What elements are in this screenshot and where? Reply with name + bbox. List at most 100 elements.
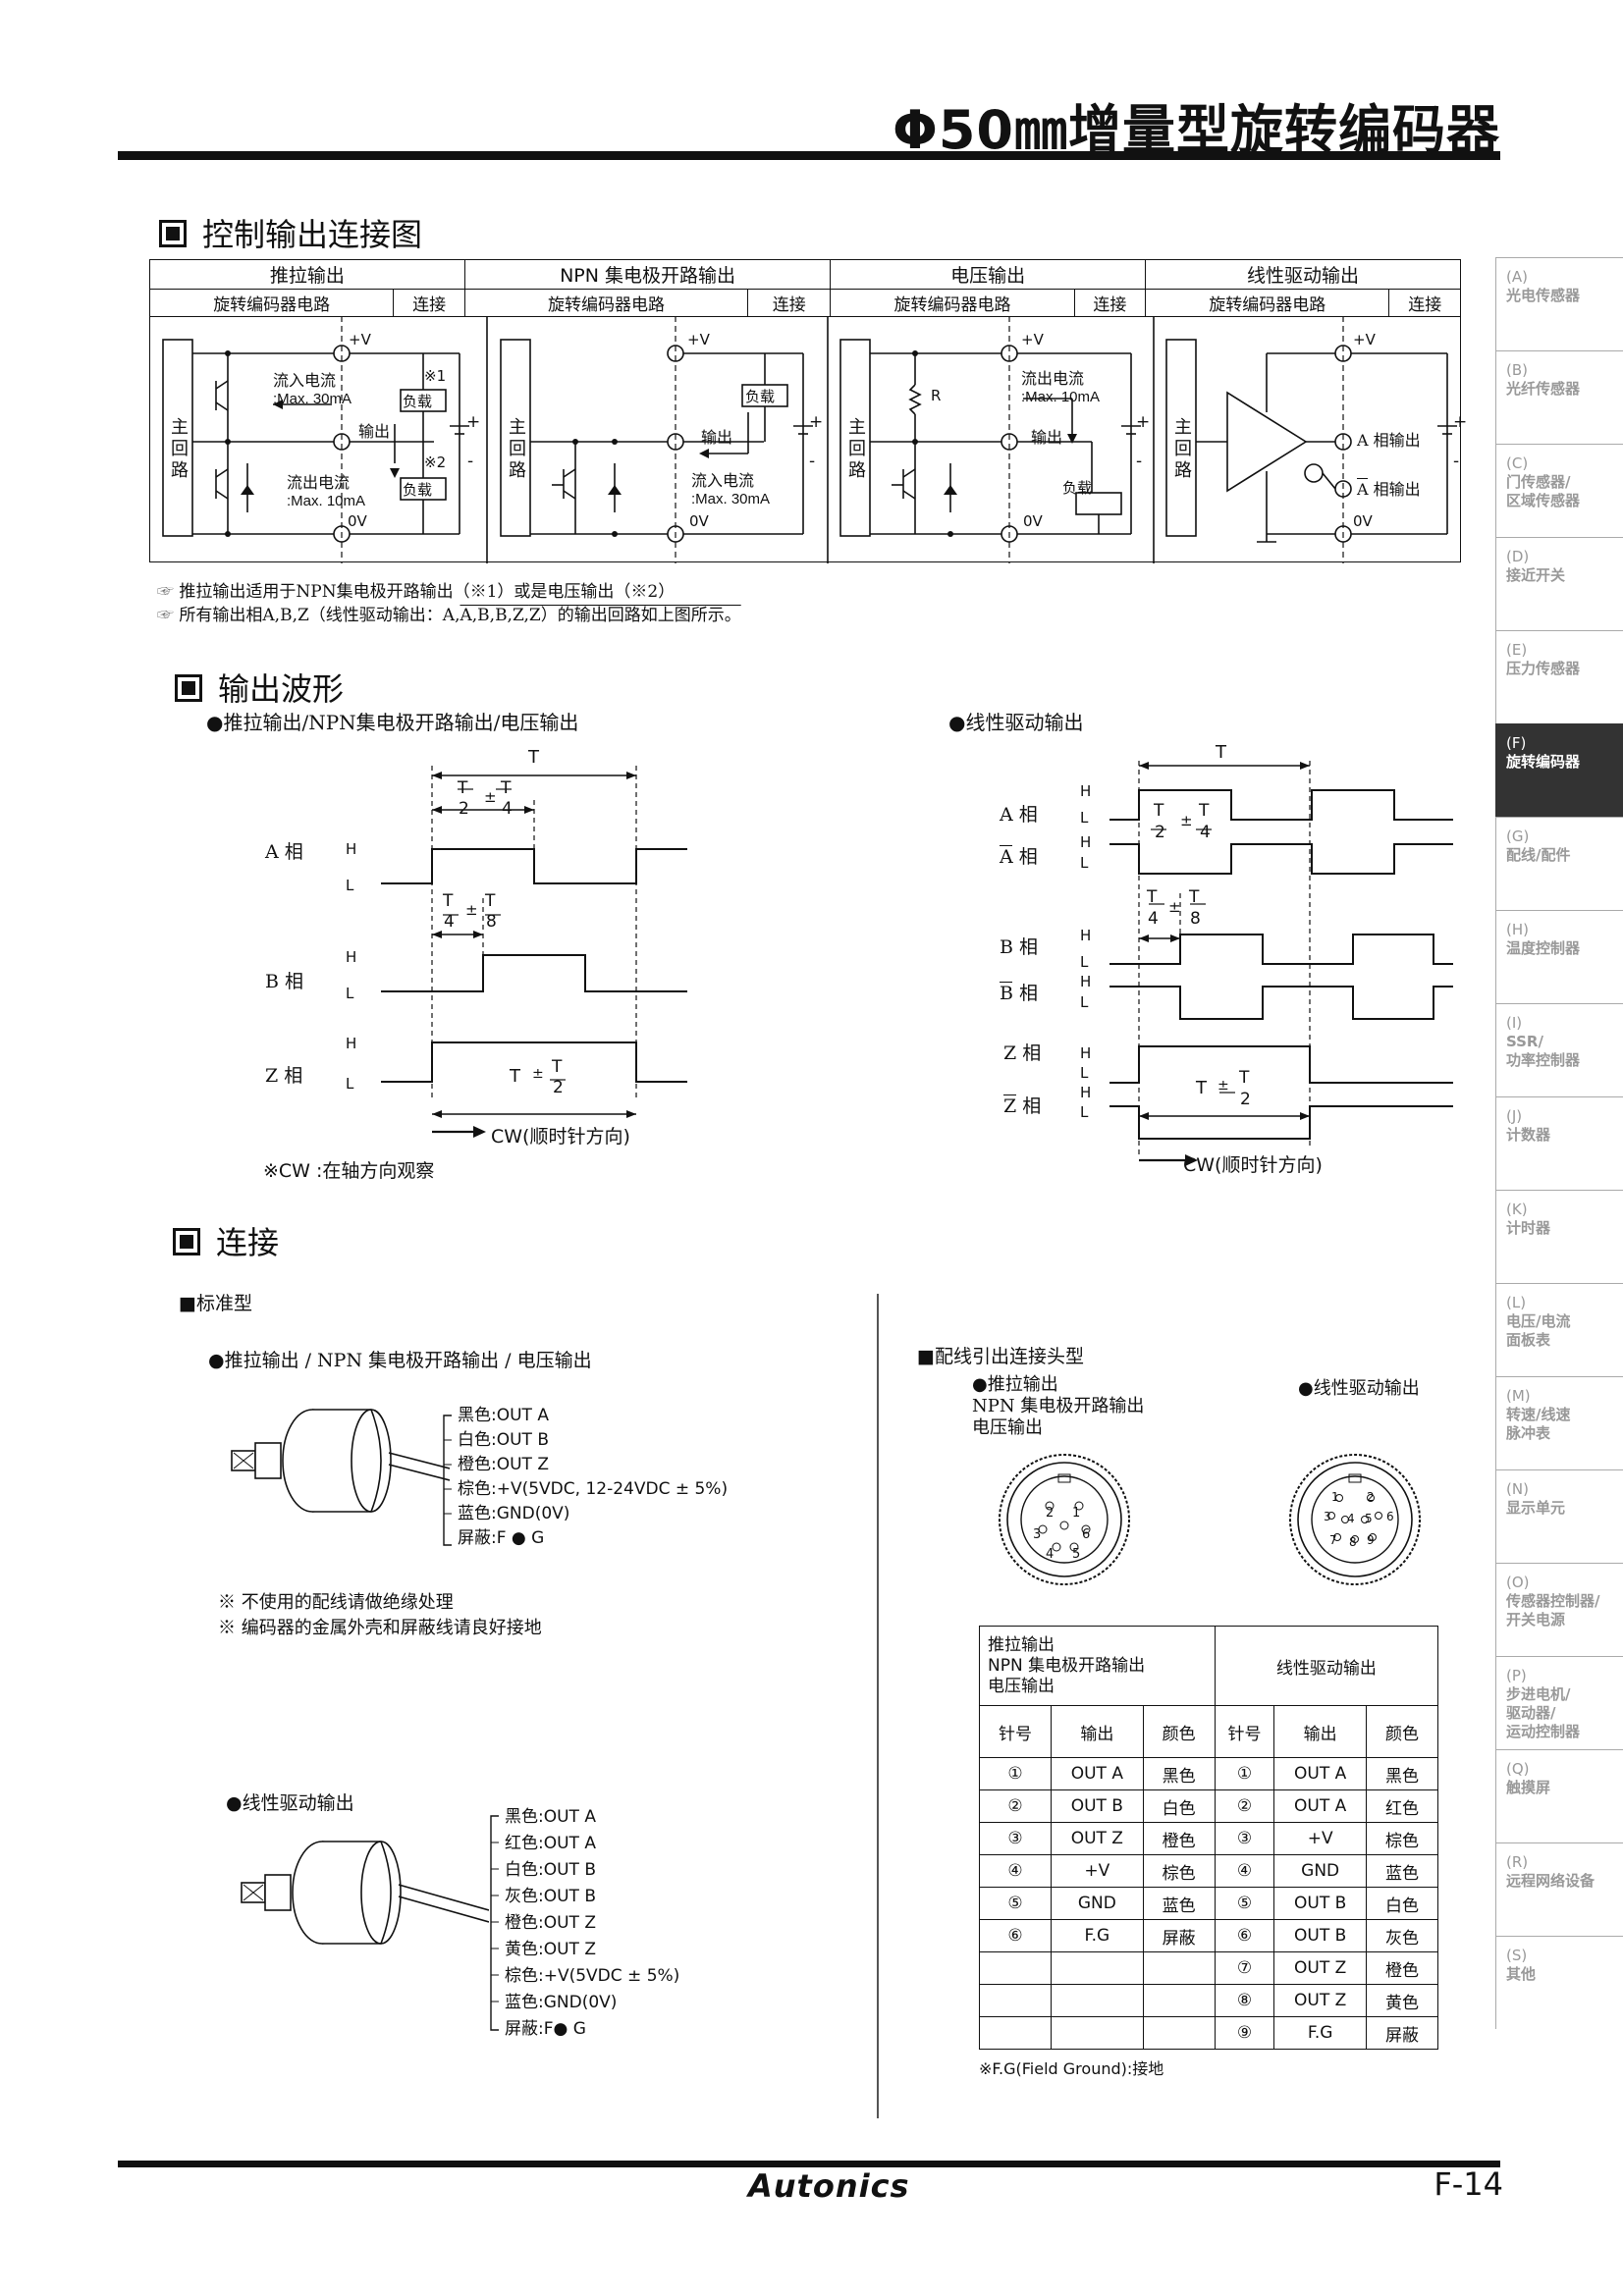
outflow-label: 流出电流:Max. 10mA (1021, 369, 1101, 405)
sidebar-label: 远程网络设备 (1506, 1872, 1596, 1890)
sidebar-item[interactable]: (B)光纤传感器 (1495, 350, 1623, 444)
frac-num: T (501, 778, 512, 798)
voltage-output-circuit (839, 339, 1141, 543)
sidebar-code: (S) (1506, 1947, 1528, 1964)
sidebar-item[interactable]: (G)配线/配件 (1495, 817, 1623, 910)
pin-label: 8 (1349, 1535, 1357, 1549)
table-cell: +V (1051, 1854, 1144, 1888)
phase-b-label: B 相 (1000, 936, 1039, 958)
phase-z-label: Z 相 (265, 1065, 303, 1087)
sidebar-item[interactable]: (K)计时器 (1495, 1190, 1623, 1283)
output-label: 输出 (358, 422, 391, 441)
table-cell: ⑤ (978, 1887, 1053, 1920)
frac-den: 4 (1200, 823, 1211, 842)
sidebar-code: (M) (1506, 1387, 1531, 1405)
note-all-outputs: ☞ 所有输出相A,B,Z（线性驱动输出：A,A,B,B,Z,Z）的输出回路如上图… (157, 606, 741, 625)
phase-a-label: A 相 (1000, 804, 1038, 826)
sidebar-label: 其他 (1506, 1965, 1537, 1983)
table-cell: F.G (1273, 2016, 1367, 2050)
frac-den: 2 (553, 1078, 564, 1097)
note-ground: ※ 编码器的金属外壳和屏蔽线请良好接地 (218, 1618, 542, 1638)
sidebar-item[interactable]: (A)光电传感器 (1495, 257, 1623, 350)
col-pin: 针号 (1214, 1705, 1275, 1758)
table-cell: ⑤ (1214, 1887, 1275, 1920)
frac-num: T (1154, 801, 1164, 821)
sidebar-item[interactable]: (S)其他 (1495, 1936, 1623, 2029)
sidebar-item[interactable]: (E)压力传感器 (1495, 630, 1623, 723)
table-cell: 橙色 (1365, 1951, 1439, 1985)
table-cell: ② (978, 1789, 1053, 1823)
sidebar-code: (I) (1506, 1014, 1523, 1032)
circuit-diagrams (162, 316, 1457, 563)
frac-num: T (1147, 887, 1158, 907)
sidebar-code: (B) (1506, 361, 1528, 379)
table-cell: ③ (978, 1822, 1053, 1855)
table-cell: 屏蔽 (1142, 1919, 1216, 1952)
pin-label: 2 (1046, 1506, 1055, 1521)
note-mark-2: ※2 (424, 454, 447, 471)
sub-header: 连接 (1388, 289, 1461, 317)
wire-bracket (490, 1815, 499, 2031)
connector-6pin-icon (999, 1454, 1130, 1585)
main-circuit-label: 主回路 (1174, 417, 1192, 481)
sidebar-item[interactable]: (M)转速/线速 脉冲表 (1495, 1376, 1623, 1469)
wire-abar: 红色:OUT A (505, 1834, 596, 1853)
phase-z-label: Z 相 (1003, 1042, 1042, 1064)
table-cell: F.G (1051, 1919, 1144, 1952)
load-label: 负载 (403, 393, 433, 410)
pin-label: 4 (1347, 1512, 1355, 1525)
table-cell: ⑥ (1214, 1919, 1275, 1952)
sidebar-label: 显示单元 (1506, 1499, 1566, 1517)
minus-sign: - (1136, 452, 1143, 471)
pin-label: 5 (1365, 1512, 1373, 1525)
sidebar-item[interactable]: (J)计数器 (1495, 1096, 1623, 1190)
table-cell: ③ (1214, 1822, 1275, 1855)
sidebar-item[interactable]: (N)显示单元 (1495, 1469, 1623, 1563)
sidebar-item[interactable]: (F)旋转编码器 (1495, 723, 1623, 817)
sidebar-label: 传感器控制器/ 开关电源 (1506, 1592, 1600, 1629)
table-cell: 蓝色 (1142, 1887, 1216, 1920)
sidebar-item[interactable]: (D)接近开关 (1495, 537, 1623, 630)
table-cell: OUT B (1273, 1919, 1367, 1952)
sidebar-code: (C) (1506, 454, 1529, 472)
table-cell: 白色 (1365, 1887, 1439, 1920)
high-label: H (346, 1035, 357, 1052)
period-label: T (528, 747, 539, 768)
frac-num: T (1189, 887, 1200, 907)
table-cell: 白色 (1142, 1789, 1216, 1823)
table-cell: 橙色 (1142, 1822, 1216, 1855)
table-cell: OUT B (1273, 1887, 1367, 1920)
col-voltage: 电压输出 (830, 259, 1147, 290)
sidebar-label: 步进电机/ 驱动器/ 运动控制器 (1506, 1685, 1581, 1740)
sidebar-item[interactable]: (O)传感器控制器/ 开关电源 (1495, 1563, 1623, 1656)
table-cell: 黑色 (1365, 1757, 1439, 1790)
high-label: H (346, 948, 357, 966)
sidebar-item[interactable]: (Q)触摸屏 (1495, 1749, 1623, 1842)
sidebar-label: 计数器 (1506, 1126, 1551, 1144)
phase-bbar-label: B 相 (1000, 982, 1039, 1004)
section-heading-connection: 连接 (173, 1218, 279, 1263)
table-cell: 黑色 (1142, 1757, 1216, 1790)
frac-den: 8 (486, 912, 497, 932)
sidebar-item[interactable]: (P)步进电机/ 驱动器/ 运动控制器 (1495, 1656, 1623, 1749)
sidebar-item[interactable]: (I)SSR/ 功率控制器 (1495, 1003, 1623, 1096)
sidebar-item[interactable]: (C)门传感器/ 区域传感器 (1495, 444, 1623, 537)
sidebar-item[interactable]: (R)远程网络设备 (1495, 1842, 1623, 1936)
pin-label: 1 (1331, 1490, 1339, 1504)
cw-note: ※CW :在轴方向观察 (263, 1160, 435, 1182)
sidebar-label: 计时器 (1506, 1219, 1551, 1237)
sidebar-item[interactable]: (H)温度控制器 (1495, 910, 1623, 1003)
frac-num: T (1199, 801, 1210, 821)
load-label: 负载 (1062, 479, 1093, 497)
sidebar-item[interactable]: (L)电压/电流 面板表 (1495, 1283, 1623, 1376)
waveform-right-title: ●线性驱动输出 (948, 711, 1084, 734)
pin-label: 6 (1082, 1527, 1091, 1542)
table-cell (1051, 2016, 1144, 2050)
pin-label: 2 (1367, 1490, 1375, 1504)
